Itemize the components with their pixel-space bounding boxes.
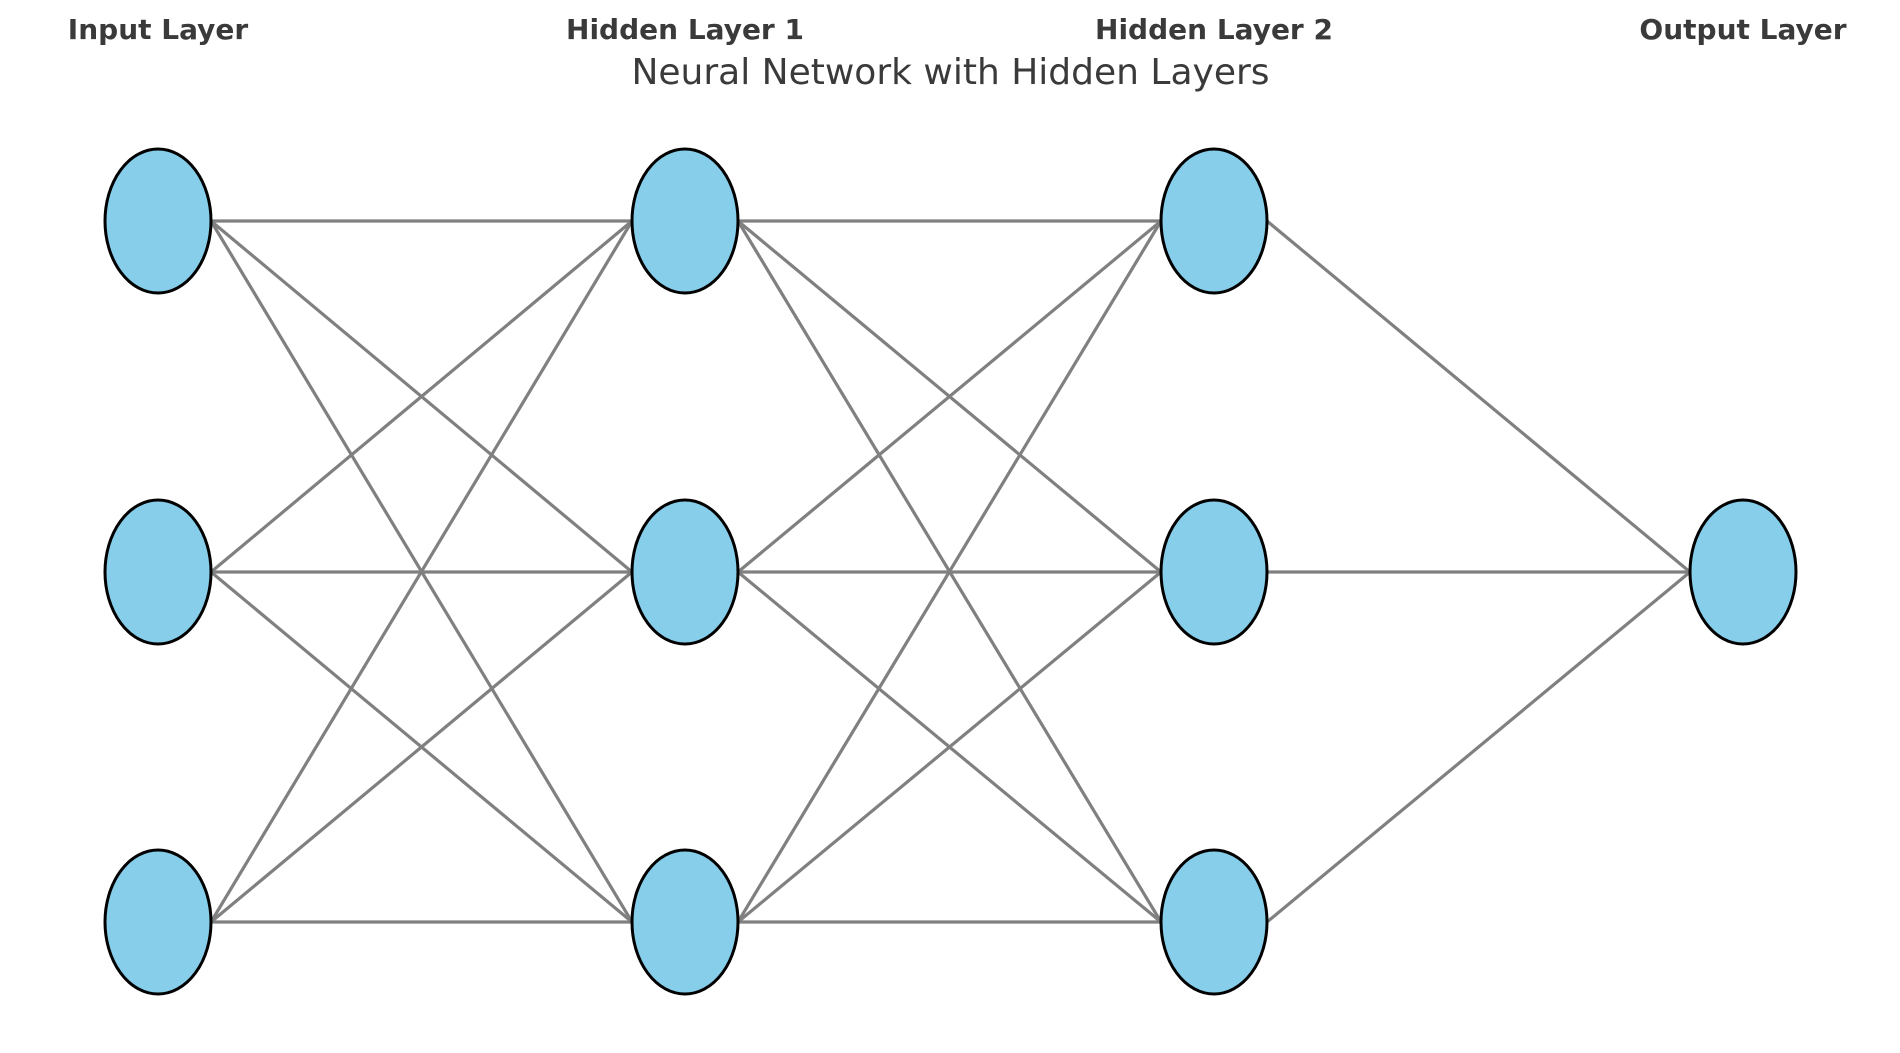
node-hidden2-1 (1159, 498, 1269, 646)
edge-hidden1-2-hidden2-1 (736, 570, 1163, 924)
edge-hidden1-1-hidden2-0 (736, 219, 1163, 574)
node-output-0 (1688, 498, 1798, 646)
node-input-0 (103, 147, 213, 295)
layer-label-output: Output Layer (1639, 13, 1847, 46)
node-hidden2-0 (1159, 147, 1269, 295)
edge-input-1-hidden1-0 (209, 219, 634, 574)
edge-input-2-hidden1-0 (209, 220, 634, 923)
nodes-group (103, 147, 1798, 996)
node-input-1 (103, 498, 213, 646)
node-input-2 (103, 848, 213, 996)
figure-title: Neural Network with Hidden Layers (631, 52, 1270, 93)
layer-label-hidden-1: Hidden Layer 1 (566, 13, 804, 46)
layer-label-input: Input Layer (67, 13, 249, 46)
edge-input-2-hidden1-1 (209, 570, 634, 924)
node-hidden1-2 (630, 848, 740, 996)
edge-hidden1-2-hidden2-0 (736, 220, 1163, 923)
layer-label-hidden-2: Hidden Layer 2 (1095, 13, 1333, 46)
edge-hidden2-2-output-0 (1265, 570, 1692, 924)
edge-hidden2-0-output-0 (1265, 219, 1692, 574)
node-hidden2-2 (1159, 848, 1269, 996)
edges-group (209, 219, 1692, 924)
node-hidden1-0 (630, 147, 740, 295)
node-hidden1-1 (630, 498, 740, 646)
